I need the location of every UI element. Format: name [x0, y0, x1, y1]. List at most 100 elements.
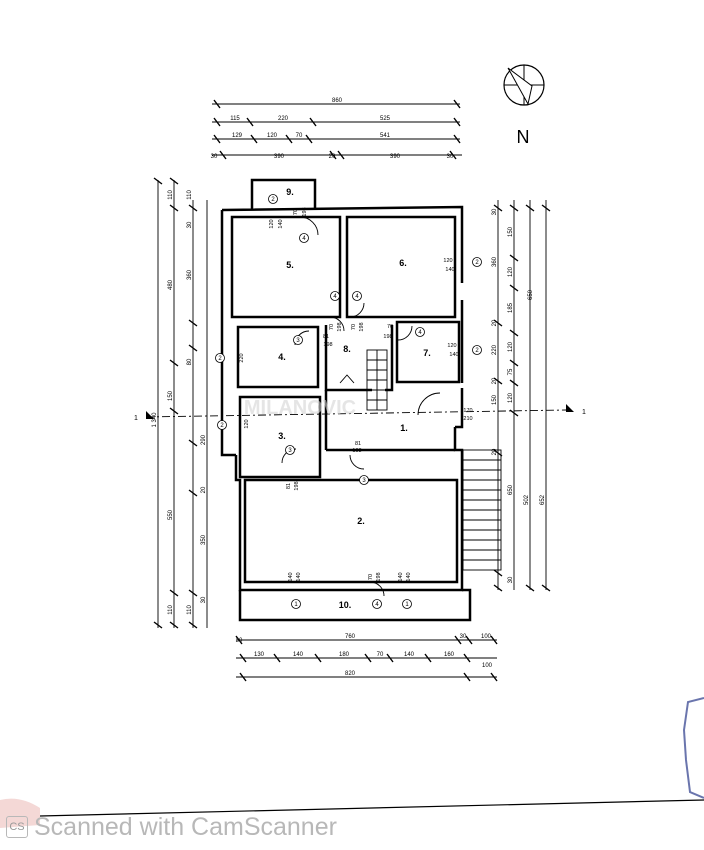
- dim-top: 220: [278, 116, 289, 122]
- walls: [220, 178, 472, 622]
- window-label: 120: [269, 219, 275, 228]
- marker-icon: 2: [268, 194, 278, 204]
- dim-left: 550: [168, 509, 174, 520]
- dim-top: 70: [296, 133, 303, 139]
- watermark: MILANOVIC: [244, 397, 356, 419]
- dim-bottom: 160: [444, 652, 455, 658]
- marker-icon: 2: [472, 345, 482, 355]
- footer-watermark: CS Scanned with CamScanner: [6, 812, 337, 842]
- section-arrow-icon: [146, 411, 154, 419]
- camscanner-logo-icon: CS: [6, 816, 28, 838]
- room-label-4: 4.: [278, 352, 286, 362]
- footer-text: Scanned with CamScanner: [34, 812, 337, 841]
- door-label: 198: [323, 342, 332, 348]
- dim-bottom: 30: [460, 634, 467, 640]
- svg-text:4: 4: [302, 236, 306, 242]
- svg-text:2: 2: [220, 423, 224, 429]
- dim-top: 30: [447, 154, 454, 160]
- svg-text:4: 4: [333, 294, 337, 300]
- svg-text:1: 1: [405, 602, 409, 608]
- marker-icon: 3: [293, 335, 303, 345]
- window-label: 120: [244, 419, 250, 428]
- section-arrow-icon: [566, 404, 574, 412]
- dim-left: 110: [168, 190, 174, 200]
- left-dimensions: [153, 177, 208, 629]
- dim-top: 120: [267, 133, 278, 139]
- window-label: 140: [406, 572, 412, 581]
- door-label: 70: [293, 209, 299, 215]
- dim-right-total: 650: [528, 289, 534, 300]
- dim-top-total: 860: [332, 98, 343, 104]
- marker-icon: 1: [402, 599, 412, 609]
- door-label: 198: [302, 207, 308, 216]
- window-label: 220: [239, 353, 245, 362]
- door-label: 81: [355, 441, 361, 447]
- page-edge-line: [39, 799, 704, 817]
- marker-icon: 4: [330, 291, 340, 301]
- door-label: 81: [323, 334, 329, 340]
- dim-right: 185: [508, 302, 514, 313]
- dim-top: 20: [329, 154, 336, 160]
- dim-right: 652: [540, 494, 546, 505]
- dim-right: 75: [508, 368, 514, 375]
- door-label: 198: [359, 322, 365, 331]
- window-label: 140: [296, 572, 302, 581]
- svg-text:2: 2: [475, 260, 479, 266]
- dim-right: 20: [492, 448, 498, 455]
- right-dimensions: [493, 200, 551, 592]
- dim-left: 20: [201, 486, 207, 493]
- dim-left: 350: [201, 534, 207, 545]
- section-label-left: 1: [134, 415, 138, 422]
- dim-left: 110: [187, 190, 193, 200]
- door-label: 198: [337, 322, 343, 331]
- marker-icon: 3: [285, 445, 295, 455]
- dim-left: 110: [168, 605, 174, 615]
- dim-right: 220: [492, 344, 498, 355]
- dim-left: 360: [187, 269, 193, 280]
- dim-left: 80: [187, 358, 193, 365]
- dim-top: 541: [380, 133, 391, 139]
- bottom-dimensions: [235, 635, 498, 682]
- door-label: 70: [351, 324, 357, 330]
- window-label: 120: [447, 343, 456, 349]
- door-label: 198: [383, 334, 392, 340]
- room-label-1: 1.: [400, 423, 408, 433]
- dim-bottom: 180: [339, 652, 350, 658]
- dim-right: 502: [524, 494, 530, 505]
- door-label: 170: [463, 408, 472, 414]
- room-label-9: 9.: [286, 187, 294, 197]
- dim-left: 30: [201, 596, 207, 603]
- north-label: N: [517, 127, 530, 147]
- dim-right: 150: [492, 394, 498, 405]
- stair-arrow-icon: [339, 374, 355, 384]
- dim-top: 129: [232, 133, 243, 139]
- room-label-3: 3.: [278, 431, 286, 441]
- svg-text:2: 2: [271, 197, 275, 203]
- door-label: 198: [294, 481, 300, 490]
- room-label-8: 8.: [343, 344, 351, 354]
- door-label: 210: [463, 416, 472, 422]
- room-label-6: 6.: [399, 258, 407, 268]
- interior-stairs: [366, 349, 388, 411]
- marker-icon: 4: [352, 291, 362, 301]
- svg-text:1: 1: [294, 602, 298, 608]
- dim-left: 30: [187, 221, 193, 228]
- window-label: 140: [449, 352, 458, 358]
- finger-shadow: [0, 798, 40, 828]
- room-label-7: 7.: [423, 348, 431, 358]
- dim-bottom: 820: [345, 671, 356, 677]
- window-label: 120: [443, 258, 452, 264]
- marker-icon: 2: [472, 257, 482, 267]
- door-swings: [281, 216, 441, 597]
- dim-right: 20: [492, 319, 498, 326]
- dim-left-total: 1 340: [152, 412, 158, 428]
- svg-text:2: 2: [218, 356, 222, 362]
- top-dimensions: [212, 99, 462, 160]
- svg-text:3: 3: [362, 478, 366, 484]
- door-label: 198: [376, 572, 382, 581]
- door-label: 70: [329, 324, 335, 330]
- stamp-seal-icon: [682, 697, 704, 799]
- dim-right: 120: [508, 266, 514, 277]
- svg-text:4: 4: [375, 602, 379, 608]
